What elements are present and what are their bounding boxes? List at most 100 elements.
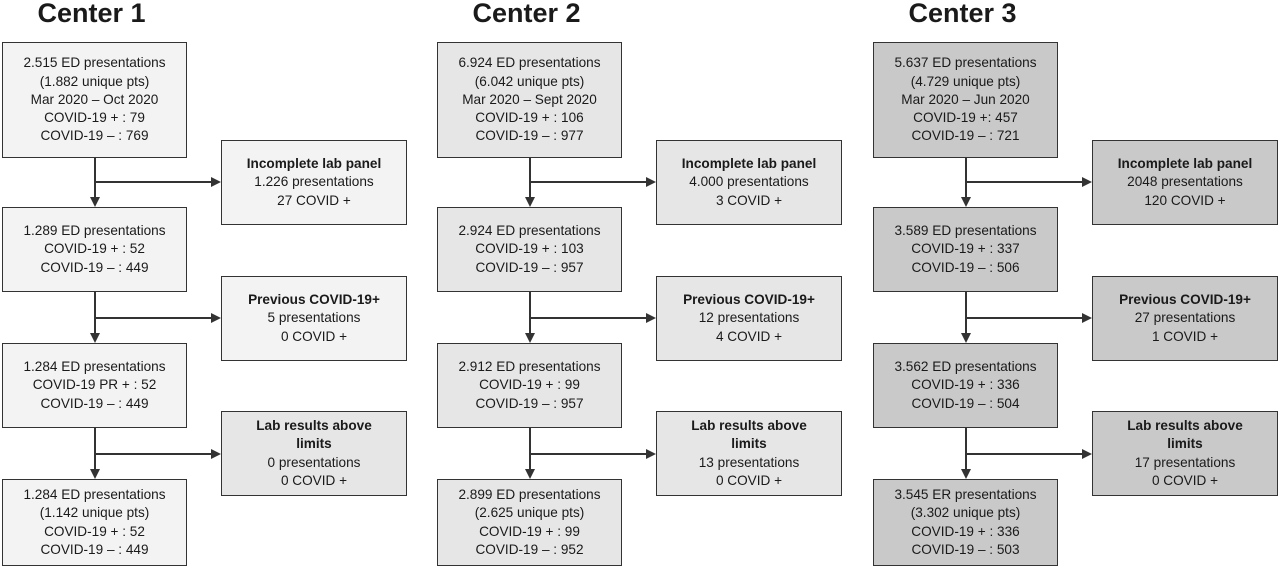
exclusion-title: Incomplete lab panel xyxy=(246,156,382,172)
center-2-step-4-box: 2.899 ED presentations (2.625 unique pts)… xyxy=(437,479,622,566)
center-3-branch-2 xyxy=(966,317,1083,319)
center-1-step-1-box: 2.515 ED presentations(1.882 unique pts)… xyxy=(2,42,187,158)
center-2-branch-1 xyxy=(530,181,647,183)
step-text-line: COVID-19 – : 449 xyxy=(40,395,149,411)
step-text-line: COVID-19 – : 506 xyxy=(911,259,1020,275)
step-text-line: (2.625 unique pts) xyxy=(474,505,585,521)
step-text-line: COVID-19 + : 336 xyxy=(911,523,1020,539)
center-3-right-arrow-3 xyxy=(1082,449,1092,459)
exclusion-text-line: 5 presentations xyxy=(267,310,361,326)
step-text-line: COVID-19 + : 103 xyxy=(475,241,584,257)
step-text-line: COVID-19 – : 449 xyxy=(40,259,149,275)
step-text-line: 3.589 ED presentations xyxy=(894,223,1037,239)
exclusion-text-line: 0 presentations xyxy=(267,454,361,470)
step-text-line: COVID-19 + : 106 xyxy=(475,110,584,126)
exclusion-text-line: 0 COVID + xyxy=(1151,472,1219,488)
step-text-line: 1.284 ED presentations xyxy=(23,487,166,503)
exclusion-title: limits xyxy=(296,436,332,452)
center-3-step-4-box: 3.545 ER presentations(3.302 unique pts)… xyxy=(873,479,1058,566)
step-text-line: COVID-19 + : 99 xyxy=(479,523,580,539)
center-2-down-arrow-2 xyxy=(525,333,535,343)
center-2-down-arrow-1 xyxy=(525,197,535,207)
exclusion-text-line: 4 COVID + xyxy=(715,328,783,344)
center-3-down-arrow-1 xyxy=(961,197,971,207)
center-1-exclusion-2-box: Previous COVID-19+ 5 presentations 0 COVID… xyxy=(221,276,407,361)
center-1-connector-2 xyxy=(94,292,96,334)
center-3-branch-3 xyxy=(966,453,1083,455)
step-text-line: COVID-19 – : 977 xyxy=(475,128,584,144)
step-text-line: COVID-19 + : 52 xyxy=(44,523,145,539)
center-3-connector-2 xyxy=(965,292,967,334)
center-1-right-arrow-2 xyxy=(211,313,221,323)
center-2-right-arrow-3 xyxy=(646,449,656,459)
step-text-line: 3.545 ER presentations xyxy=(894,487,1037,503)
exclusion-title: Lab results above xyxy=(1127,418,1243,434)
exclusion-text-line: 3 COVID + xyxy=(715,192,783,208)
center-3-right-arrow-2 xyxy=(1082,313,1092,323)
exclusion-text-line: 0 COVID + xyxy=(715,472,783,488)
center-2-down-arrow-3 xyxy=(525,469,535,479)
exclusion-title: Previous COVID-19+ xyxy=(683,292,815,308)
step-text-line: COVID-19 +: 457 xyxy=(913,110,1018,126)
step-text-line: (1.142 unique pts) xyxy=(39,505,150,521)
step-text-line: COVID-19 – : 449 xyxy=(40,541,149,557)
step-text-line: 2.899 ED presentations xyxy=(458,487,601,503)
center-3-branch-1 xyxy=(966,181,1083,183)
center-1-connector-3 xyxy=(94,428,96,470)
exclusion-title: Incomplete lab panel xyxy=(1117,156,1253,172)
center-2-connector-2 xyxy=(529,292,531,334)
step-text-line: COVID-19 PR + : 52 xyxy=(32,377,157,393)
exclusion-title: Lab results above xyxy=(691,418,807,434)
center-3-down-arrow-2 xyxy=(961,333,971,343)
step-text-line: 2.924 ED presentations xyxy=(458,223,601,239)
center-1-right-arrow-1 xyxy=(211,177,221,187)
exclusion-text-line: 2048 presentations xyxy=(1127,174,1243,190)
step-text-line: 2.912 ED presentations xyxy=(458,359,601,375)
center-2-right-arrow-2 xyxy=(646,313,656,323)
center-1-down-arrow-1 xyxy=(90,197,100,207)
step-text-line: (4.729 unique pts) xyxy=(910,73,1021,89)
center-3-step-1-box: 5.637 ED presentations(4.729 unique pts)… xyxy=(873,42,1058,158)
center-3-right-arrow-1 xyxy=(1082,177,1092,187)
center-2-branch-3 xyxy=(530,453,647,455)
center-1-title: Center 1 xyxy=(37,0,146,28)
step-text-line: (6.042 unique pts) xyxy=(474,73,585,89)
center-2-title: Center 2 xyxy=(472,0,581,28)
exclusion-title: Lab results above xyxy=(256,418,372,434)
step-text-line: 1.284 ED presentations xyxy=(23,359,166,375)
exclusion-title: limits xyxy=(1167,436,1203,452)
step-text-line: COVID-19 – : 769 xyxy=(40,128,149,144)
center-2-branch-2 xyxy=(530,317,647,319)
exclusion-text-line: 27 COVID + xyxy=(277,192,351,208)
step-text-line: COVID-19 – : 503 xyxy=(911,541,1020,557)
center-1-step-4-box: 1.284 ED presentations (1.142 unique pts)… xyxy=(2,479,187,566)
center-1-branch-3 xyxy=(95,453,212,455)
step-text-line: Mar 2020 – Jun 2020 xyxy=(901,91,1030,107)
exclusion-text-line: 17 presentations xyxy=(1134,454,1236,470)
center-3-connector-1 xyxy=(965,158,967,198)
exclusion-text-line: 0 COVID + xyxy=(280,328,348,344)
step-text-line: COVID-19 + : 79 xyxy=(44,110,145,126)
exclusion-text-line: 4.000 presentations xyxy=(689,174,809,190)
center-2-step-1-box: 6.924 ED presentations(6.042 unique pts)… xyxy=(437,42,622,158)
center-1-connector-1 xyxy=(94,158,96,198)
exclusion-title: Previous COVID-19+ xyxy=(248,292,380,308)
step-text-line: Mar 2020 – Sept 2020 xyxy=(462,91,597,107)
exclusion-text-line: 27 presentations xyxy=(1134,310,1236,326)
center-3-exclusion-3-box: Lab results above limits 17 presentations 0… xyxy=(1092,411,1278,496)
center-1-branch-2 xyxy=(95,317,212,319)
step-text-line: COVID-19 + : 336 xyxy=(911,377,1020,393)
center-3-connector-3 xyxy=(965,428,967,470)
step-text-line: 2.515 ED presentations xyxy=(23,55,166,71)
